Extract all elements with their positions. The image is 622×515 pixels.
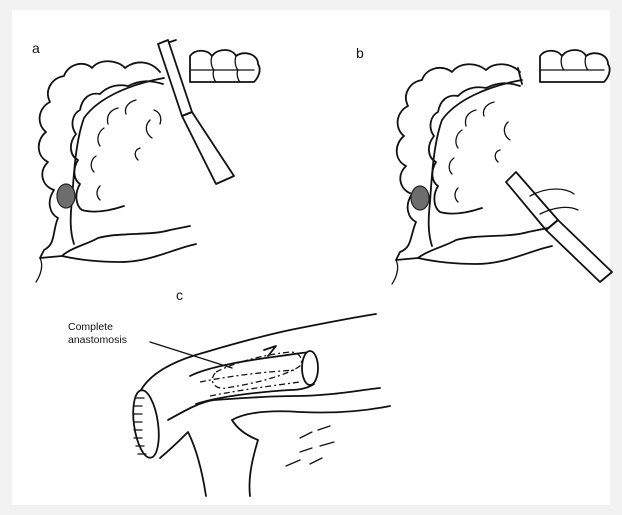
panel-a-colon-inner <box>71 81 163 211</box>
panel-b-colon-inner <box>429 83 520 213</box>
panel-b-colon-outer <box>396 64 548 260</box>
panel-a: a <box>32 40 260 282</box>
panel-b-tumor <box>411 186 429 210</box>
panel-a-tumor <box>57 184 75 208</box>
panel-b-colon-wall <box>429 80 522 246</box>
panel-b-stapler <box>506 172 612 282</box>
panel-a-colon-outer <box>39 61 190 258</box>
panel-c-left-end <box>129 389 162 460</box>
panel-a-colon-wall <box>71 78 164 244</box>
panel-b-label: b <box>356 45 364 61</box>
panel-c-bowel-lower <box>168 388 380 420</box>
panel-b: b <box>356 45 612 284</box>
annotation-arrow <box>150 342 232 368</box>
panel-c-bowel-upper <box>140 314 376 392</box>
annotation-line-1: Complete <box>68 321 113 333</box>
panel-c: c Complete anastomosis <box>68 287 390 496</box>
annotation-line-2: anastomosis <box>68 334 127 346</box>
panel-a-colon-segment <box>190 50 260 82</box>
panel-a-label: a <box>32 40 40 56</box>
panel-b-colon-segment <box>540 50 610 82</box>
panel-a-stapler <box>158 40 234 184</box>
panel-c-label: c <box>176 287 183 303</box>
